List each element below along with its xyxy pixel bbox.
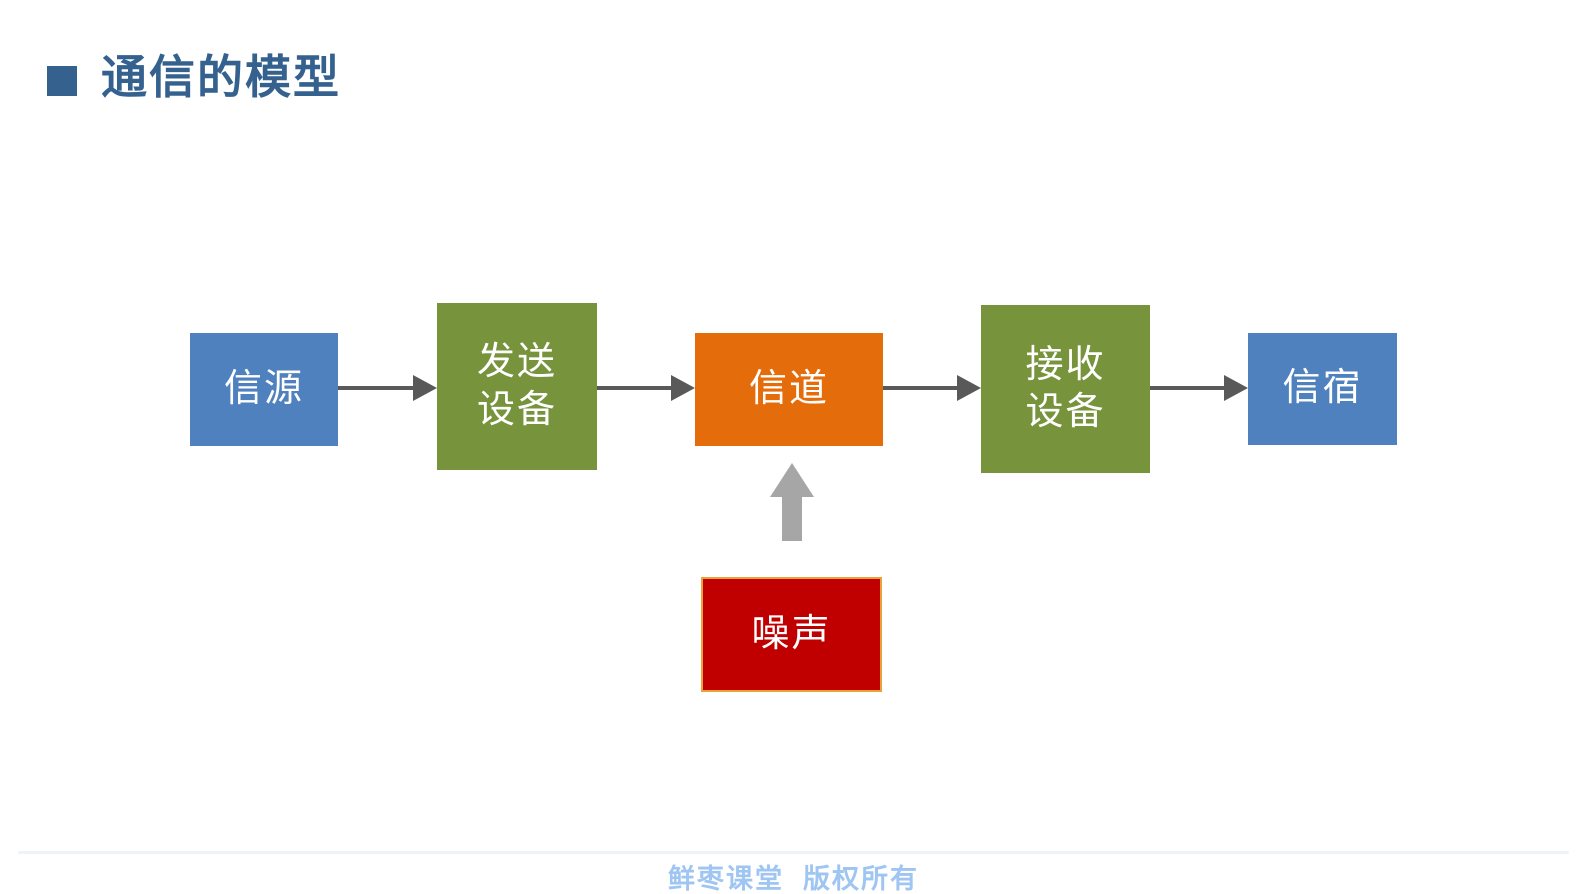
diagram-node-source: 信源 (190, 333, 338, 446)
arrow-up-icon-noise-to-channel (770, 463, 814, 541)
arrow-head (1224, 375, 1248, 401)
arrow-head (957, 375, 981, 401)
arrow-right-icon-source-to-transmitter (338, 375, 437, 401)
title-bullet-square-icon (47, 66, 77, 97)
arrow-head (770, 463, 814, 497)
diagram-node-noise: 噪声 (701, 577, 882, 692)
arrow-head (413, 375, 437, 401)
arrow-right-icon-receiver-to-destination (1150, 375, 1248, 401)
slide-title-row: 通信的模型 (47, 52, 341, 103)
arrow-shaft (782, 497, 802, 541)
footer-divider (18, 851, 1569, 854)
diagram-node-receiver: 接收 设备 (981, 305, 1150, 473)
arrow-head (671, 375, 695, 401)
page-title: 通信的模型 (101, 51, 341, 103)
footer-copyright: 鲜枣课堂 版权所有 (667, 864, 919, 894)
diagram-node-channel: 信道 (695, 333, 883, 446)
arrow-shaft (338, 386, 417, 390)
arrow-right-icon-channel-to-receiver (883, 375, 981, 401)
diagram-node-destination: 信宿 (1248, 333, 1397, 445)
arrow-shaft (597, 386, 675, 390)
arrow-shaft (1150, 386, 1228, 390)
diagram-node-transmitter: 发送 设备 (437, 303, 597, 470)
arrow-right-icon-transmitter-to-channel (597, 375, 695, 401)
arrow-shaft (883, 386, 961, 390)
